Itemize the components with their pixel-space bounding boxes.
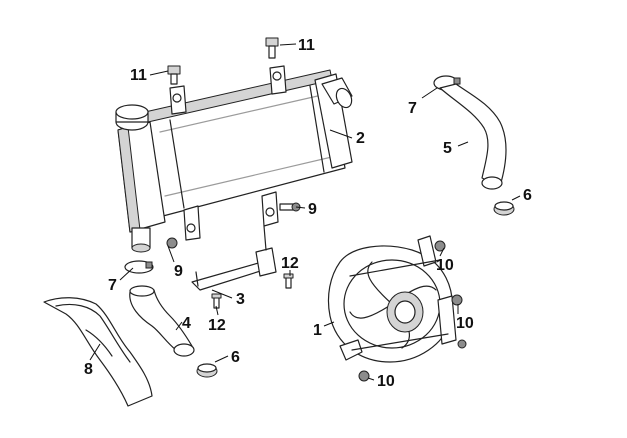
callout-clamp-upper-hose-top: 7 [408, 100, 417, 117]
fan-assembly[interactable] [327, 235, 457, 363]
upper-hose[interactable] [439, 83, 507, 190]
screw-bracket-right[interactable] [283, 273, 294, 289]
air-duct[interactable] [43, 297, 153, 407]
callout-labels: 2 1 3 4 5 6 6 7 7 8 9 9 10 10 10 11 11 1… [84, 37, 532, 390]
callout-clamp-upper-hose-end: 6 [523, 187, 532, 204]
callout-bolt-radiator-left: 11 [130, 67, 147, 84]
callout-clamp-lower-hose-top: 7 [108, 277, 117, 294]
clamp-lower-hose-top[interactable] [124, 260, 154, 274]
clamp-upper-hose-end[interactable] [493, 201, 515, 216]
clamp-lower-hose-end[interactable] [196, 363, 218, 378]
callout-nut-bracket-right: 9 [308, 201, 317, 218]
nut-fan-top[interactable] [434, 240, 446, 252]
callout-upper-hose: 5 [443, 140, 452, 157]
callout-radiator: 2 [356, 130, 365, 147]
screw-bracket-bottom[interactable] [211, 293, 222, 309]
callout-bolt-radiator-right: 11 [298, 37, 315, 54]
callout-screw-bracket-right: 12 [281, 255, 299, 272]
callout-nut-fan-bottom: 10 [377, 373, 395, 390]
callout-nut-bracket-left: 9 [174, 263, 183, 280]
bolt-radiator-left[interactable] [167, 65, 181, 85]
callout-clamp-lower-hose-end: 6 [231, 349, 240, 366]
lower-hose[interactable] [129, 285, 195, 357]
nut-bracket-left[interactable] [166, 237, 178, 249]
leader-lines [89, 43, 521, 381]
bolt-radiator-right[interactable] [265, 37, 279, 59]
radiator[interactable] [115, 65, 355, 253]
callout-air-duct: 8 [84, 361, 93, 378]
callout-nut-fan-right: 10 [456, 315, 474, 332]
callout-fan-assembly: 1 [313, 322, 322, 339]
callout-bracket: 3 [236, 291, 245, 308]
bracket[interactable] [191, 225, 277, 291]
nut-fan-bottom[interactable] [358, 339, 467, 382]
callout-nut-fan-top: 10 [436, 257, 454, 274]
callout-lower-hose: 4 [182, 315, 191, 332]
nut-fan-right[interactable] [451, 294, 463, 306]
callout-screw-bracket-bottom: 12 [208, 317, 226, 334]
